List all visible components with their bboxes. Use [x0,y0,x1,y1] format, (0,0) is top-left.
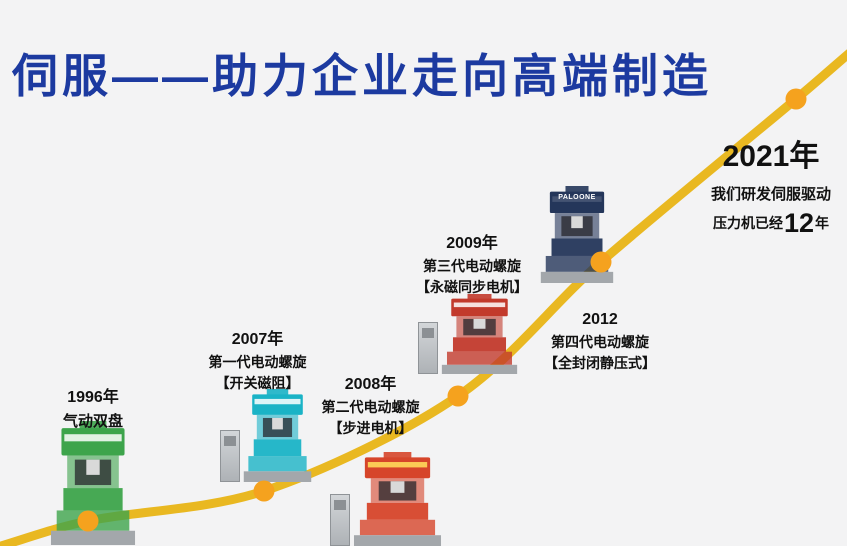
milestone-desc: 第三代电动螺旋 [423,258,521,274]
milestone-subdesc: 【永磁同步电机】 [416,279,528,295]
milestone-subdesc: 【步进电机】 [328,420,413,436]
milestone-dot-2007 [253,480,275,502]
milestone-desc: 第四代电动螺旋 [551,334,649,350]
press-machine-2008-gen2 [330,452,442,546]
press-machine-2009-gen3 [418,294,518,374]
milestone-2021: 2021年 我们研发伺服驱动 压力机已经12年 [696,140,846,237]
page-title: 伺服——助力企业走向高端制造 [12,50,712,102]
milestone-1996: 1996年 气动双盘 [28,383,158,434]
control-cabinet-icon [330,494,350,546]
press-icon [441,294,518,374]
milestone-year: 2007年 [231,331,284,348]
press-icon [243,389,312,482]
milestone-dot-2021 [785,88,807,110]
press-machine-2007-gen1 [220,389,312,482]
milestone-desc: 我们研发伺服驱动 [710,186,831,203]
milestone-year: 2008年 [344,376,397,393]
milestone-subdesc: 【全封闭静压式】 [544,355,656,371]
press-machine-2012-gen4: PALOONE [540,186,614,283]
machine-brand-label: PALOONE [558,194,596,201]
milestone-2009: 2009年 第三代电动螺旋 【永磁同步电机】 [402,229,542,298]
years-text-suffix: 年 [815,215,830,231]
press-machine-1996-pneumatic [50,421,136,545]
milestone-year: 1996年 [67,389,119,406]
years-text-prefix: 压力机已经 [712,215,783,231]
milestone-dot-2008 [447,385,469,407]
milestone-year: 2021年 [722,140,820,173]
control-cabinet-icon [220,430,240,482]
press-icon [353,452,442,546]
milestone-desc: 气动双盘 [62,413,123,430]
milestone-subdesc: 压力机已经12年 [696,210,846,237]
milestone-desc: 第二代电动螺旋 [321,399,420,415]
milestone-year: 2009年 [446,235,498,252]
years-count: 12 [783,208,815,238]
control-cabinet-icon [418,322,438,374]
milestone-year: 2012 [582,311,618,328]
milestone-2008: 2008年 第二代电动螺旋 【步进电机】 [303,370,438,439]
milestone-2012: 2012 第四代电动螺旋 【全封闭静压式】 [530,311,670,374]
press-icon [50,421,136,545]
